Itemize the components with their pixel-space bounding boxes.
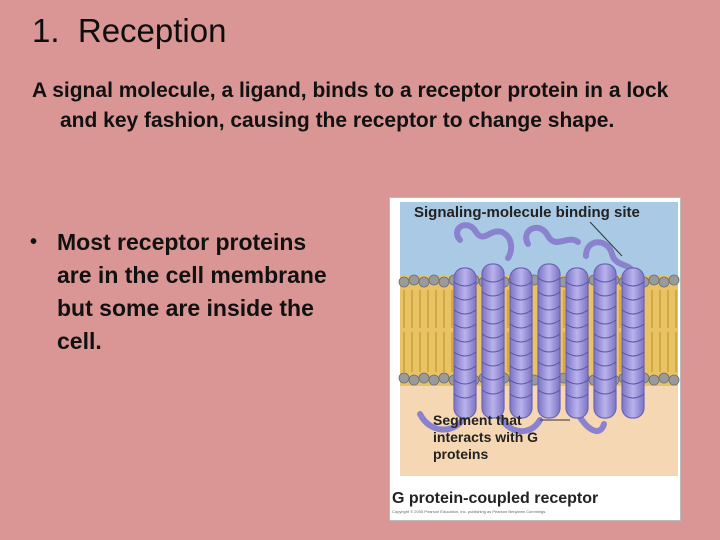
binding-site-label: Signaling-molecule binding site	[414, 204, 640, 221]
receptor-illustration	[390, 202, 680, 520]
slide-title: 1. Reception	[32, 12, 227, 49]
binding-site-leader	[589, 221, 623, 257]
receptor-protein	[417, 222, 637, 435]
definition-paragraph: A signal molecule, a ligand, binds to a …	[32, 79, 669, 132]
bullet-text: Most receptor proteins are in the cell m…	[57, 229, 327, 354]
extracellular-region	[400, 202, 678, 276]
segment-label: Segment that interacts with G proteins	[433, 412, 539, 462]
caption-band	[390, 478, 680, 520]
receptor-figure: Signaling-molecule binding site Segment …	[389, 197, 681, 521]
helix-columns	[453, 263, 645, 419]
bullet-list: • Most receptor proteins are in the cell…	[30, 226, 330, 358]
bullet-dot: •	[30, 231, 38, 253]
figure-caption: G protein-coupled receptor	[392, 490, 599, 507]
copyright-note: Copyright © 2005 Pearson Education, Inc.…	[392, 509, 547, 514]
bullet-item: • Most receptor proteins are in the cell…	[30, 226, 330, 358]
